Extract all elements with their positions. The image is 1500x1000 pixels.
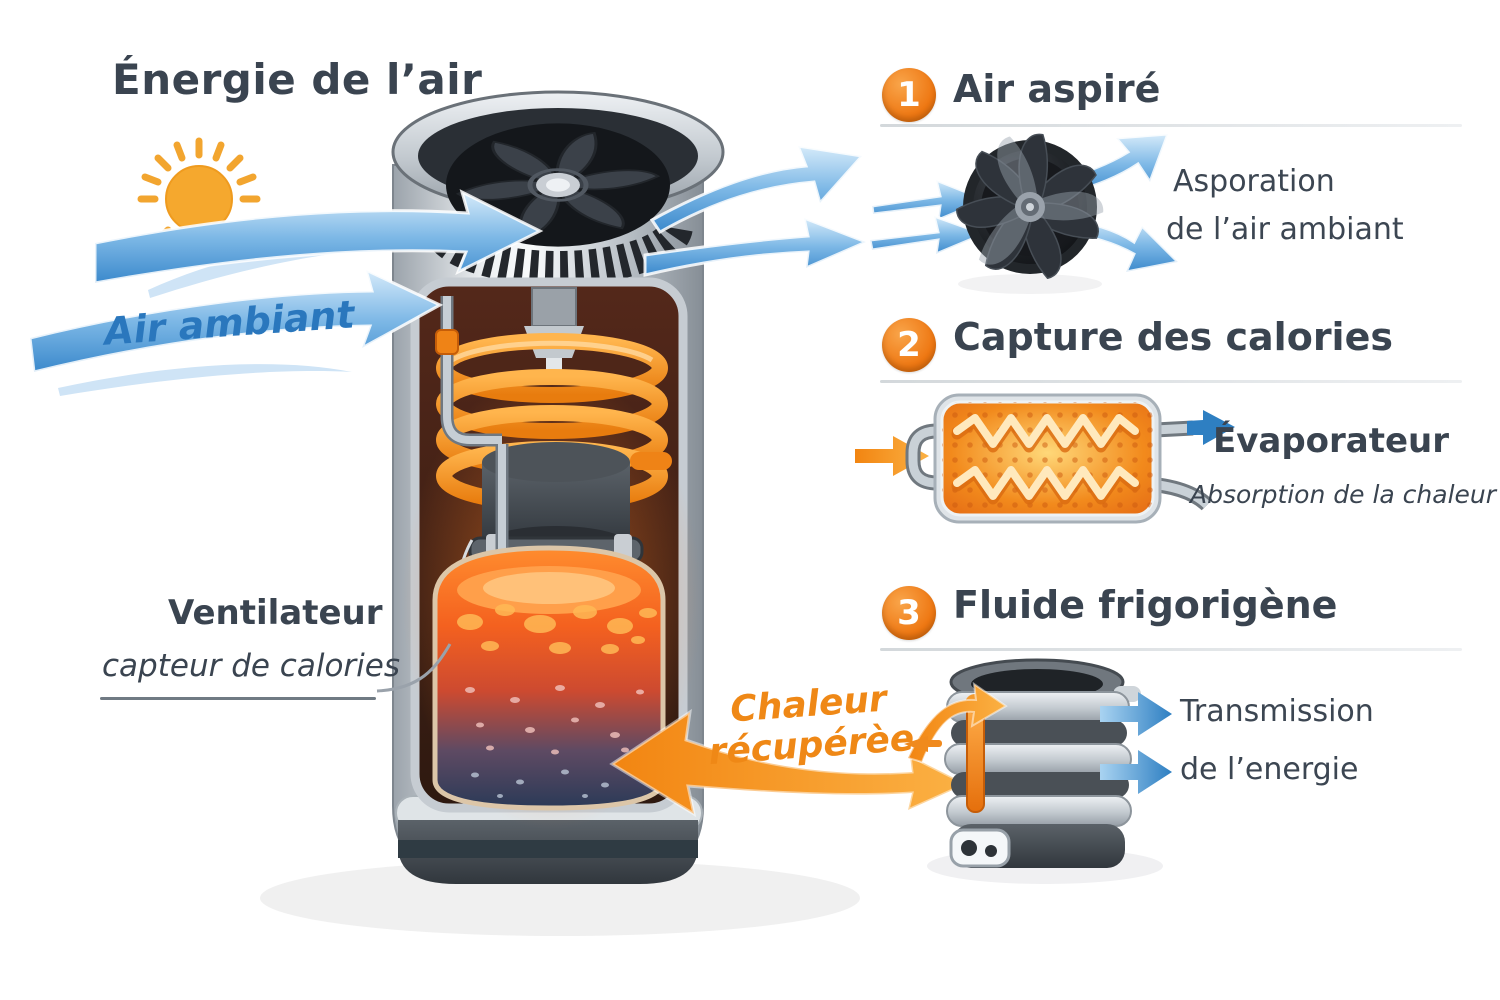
- step-1-badge: 1: [882, 68, 936, 122]
- ventilateur-underline: [100, 697, 376, 700]
- evaporator-coil-waves: [951, 414, 1141, 505]
- step-1-title: Air aspiré: [953, 67, 1161, 111]
- heat-to-compressor-arrow: [906, 681, 1008, 764]
- step-2-divider: [880, 380, 1462, 383]
- heat-recovered-arrow: [609, 708, 970, 818]
- ambient-air-arrows: [28, 189, 544, 396]
- energy-out-arrow-1: [1100, 692, 1172, 736]
- air-in-arrow-upper: [93, 189, 544, 285]
- step-1-caption-line2: de l’air ambiant: [1166, 212, 1404, 247]
- step-3-caption-line2: de l’energie: [1180, 752, 1359, 787]
- fan-icon-shadow: [958, 274, 1102, 294]
- water-tank-icon: [432, 545, 666, 811]
- fan-icon: [955, 133, 1104, 280]
- step-3-title: Fluide frigorigène: [953, 583, 1338, 627]
- small-return-arrow: [904, 736, 942, 752]
- step-1-caption-line1: Asporation: [1173, 164, 1335, 199]
- step-2-badge: 2: [882, 318, 936, 372]
- step-1-divider: [880, 124, 1462, 127]
- chaleur-recuperee-label: Chaleur récupérèe: [697, 676, 922, 774]
- step-3-caption-line1: Transmission: [1180, 694, 1374, 729]
- step-2-title: Capture des calories: [953, 315, 1393, 359]
- unit-fin-ring: [423, 223, 693, 285]
- evaporateur-label: Évaporateur: [1213, 421, 1450, 461]
- unit-base-band: [398, 840, 698, 858]
- evaporateur-caption: Absorption de la chaleur: [1190, 480, 1497, 509]
- page-title: Énergie de l’air: [112, 55, 483, 104]
- heat-pump-unit-icon: [391, 90, 725, 884]
- tank-bubbles-mid: [465, 685, 644, 755]
- air-in-arrow-lower: [28, 267, 444, 374]
- unit-shadow: [260, 860, 860, 936]
- evaporator-icon: [855, 393, 1235, 524]
- energy-out-arrow-2: [1100, 750, 1172, 794]
- step-3-divider: [880, 648, 1462, 651]
- evaporator-out-arrow: [1187, 410, 1235, 445]
- ventilateur-label: Ventilateur: [168, 593, 383, 633]
- ventilateur-caption: capteur de calories: [102, 648, 400, 684]
- ventilateur-leader-line: [376, 643, 452, 693]
- step-3-badge: 3: [882, 586, 936, 640]
- tank-bubbles-hot: [457, 604, 657, 654]
